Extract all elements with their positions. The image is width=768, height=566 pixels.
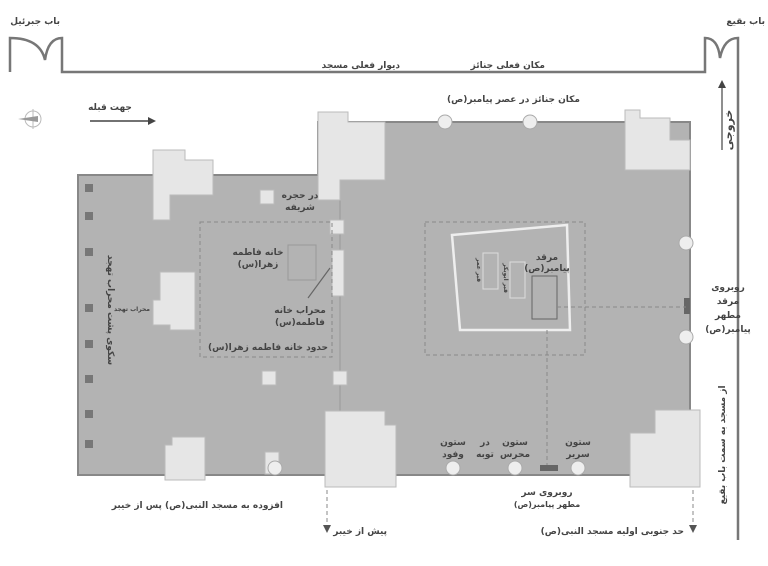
added-after-khaybar-label: افزوده به مسجد النبی(ص) پس از خیبر — [111, 501, 283, 511]
facing-tomb-label: مطهر — [714, 311, 741, 321]
pier — [152, 271, 196, 331]
fatima-mihrab-label: فاطمه(س) — [275, 318, 325, 328]
grave-umar-label: قبر عمر — [475, 257, 482, 282]
sharifa-door-label: شریفه — [285, 203, 315, 213]
column-wufud-label: وفود — [442, 450, 464, 460]
fatima-house-label: خانه فاطمه — [232, 248, 283, 258]
pier — [261, 370, 277, 386]
grave-umar — [482, 252, 499, 290]
facing-tomb-label: مرقد — [717, 297, 739, 307]
column — [678, 329, 694, 345]
exit-label: خروجی — [722, 110, 735, 151]
door-tawba-label: در — [479, 438, 490, 448]
door-tawba-label: توبه — [476, 450, 494, 460]
mihrab-pointer — [307, 267, 331, 299]
column-sarir-label: سریر — [565, 450, 590, 460]
platform-markers — [85, 184, 93, 448]
fatima-house-bounds-label: حدود خانه فاطمه زهرا(س) — [208, 343, 328, 353]
fatima-house-bounds — [199, 221, 333, 358]
facing-head-label: روبروی سر — [520, 488, 572, 498]
prophet-tomb-label: مرقد — [536, 253, 558, 263]
pier — [317, 111, 386, 201]
pier — [329, 219, 345, 235]
column-haras-label: ستون — [502, 438, 528, 448]
arrow-right-icon — [90, 117, 156, 125]
pier — [331, 249, 345, 297]
current-funeral-place-label: مکان فعلی جنائز — [470, 61, 545, 71]
column — [445, 460, 461, 476]
pier — [629, 409, 701, 488]
grave-abubakr-label: قبر ابوبکر — [502, 262, 509, 293]
pier — [152, 149, 214, 221]
column — [522, 114, 538, 130]
prophet-tomb — [531, 275, 558, 320]
arrow-up-icon — [718, 80, 726, 150]
facing-tomb-label: روبروی — [711, 283, 745, 293]
prophet-era-funeral-label: مکان جنائز در عصر پیامبر(ص) — [447, 95, 580, 105]
pier — [324, 410, 397, 488]
gate-baqi-label: باب بقیع — [726, 17, 765, 27]
column — [678, 235, 694, 251]
column-sarir-label: ستون — [565, 438, 591, 448]
sharifa-door-label: در حجره — [282, 191, 319, 201]
fatima-mihrab-label: محراب خانه — [274, 306, 326, 316]
original-south-limit-label: حد جنوبی اولیه مسجد النبی(ص) — [541, 527, 684, 537]
column — [507, 460, 523, 476]
tomb-enclosure — [450, 223, 572, 332]
arrow-down-icon — [689, 490, 697, 533]
before-khaybar-label: پیش از خیبر — [332, 527, 387, 537]
column-haras-label: محرس — [500, 450, 530, 460]
prophet-tomb-label: پیامبر(ص) — [524, 264, 570, 274]
tomb-facing-marker — [684, 298, 690, 314]
gate-jibrail-label: باب جبرئیل — [10, 17, 60, 27]
grave-abubakr — [509, 261, 526, 299]
pier — [624, 109, 691, 171]
current-mosque-wall — [8, 36, 740, 540]
qibla-direction-label: جهت قبله — [88, 103, 132, 113]
pier — [164, 436, 206, 481]
arrow-down-icon — [323, 490, 331, 533]
facing-tomb-label: پیامبر(ص) — [705, 325, 751, 335]
head-marker — [540, 465, 558, 471]
current-wall-label: دیوار فعلی مسجد — [322, 61, 401, 71]
column-wufud-label: ستون — [440, 438, 466, 448]
facing-head-label: مطهر پیامبر(ص) — [514, 500, 580, 510]
tahajjud-mihrab-label: محراب تهجد — [114, 306, 150, 313]
column — [437, 114, 453, 130]
tahajjud-platform-label: سکوی پشت محراب تهجد — [105, 255, 115, 365]
fatima-house-rect — [287, 244, 317, 281]
column — [267, 460, 283, 476]
compass-icon — [18, 109, 42, 129]
to-baqi-label: از مسجد به سمت باب بقیع — [718, 385, 728, 504]
pier — [259, 189, 275, 205]
fatima-house-label: زهرا(س) — [238, 260, 279, 270]
pier — [332, 370, 348, 386]
column — [570, 460, 586, 476]
tomb-area-bounds — [424, 221, 586, 356]
